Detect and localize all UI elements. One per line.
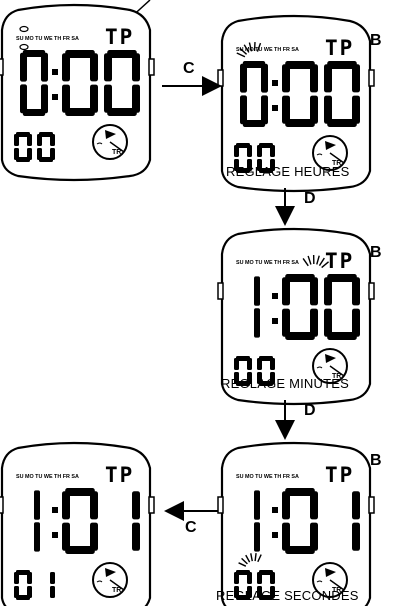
tr-dial-code: TR <box>332 587 341 594</box>
lcd-digit <box>14 132 32 162</box>
arrow-d-second-label: D <box>304 402 316 419</box>
tr-dial-hand <box>109 141 125 153</box>
tr-dial-code: TR <box>332 373 341 380</box>
tr-dial-hand <box>329 152 345 164</box>
wave-icon <box>96 142 103 145</box>
lcd-digit <box>282 274 318 340</box>
side-button <box>217 496 224 514</box>
watch-panel-hours: SU MO TU WE TH FR SA TP TR <box>217 14 375 193</box>
side-button <box>217 282 224 300</box>
side-button <box>368 282 375 300</box>
lcd-digit <box>50 572 55 598</box>
arrow-d-first-label: D <box>304 190 316 207</box>
lcd-digit <box>132 491 140 551</box>
lcd-digit <box>254 276 260 338</box>
lcd-digit <box>234 570 252 600</box>
watch-panel-initial: SU MO TU WE TH FR SA TP TR <box>0 3 155 182</box>
side-letter-seconds: B <box>370 452 382 469</box>
lcd-digit <box>282 61 318 127</box>
side-button <box>0 496 4 514</box>
watch-panel-seconds: SU MO TU WE TH FR SA TP TR <box>217 441 375 606</box>
lcd-colon-dot <box>272 507 278 513</box>
lcd-digit <box>254 490 260 552</box>
lcd-digit <box>257 356 275 386</box>
lcd-digit <box>352 491 360 551</box>
lcd-digit <box>257 143 275 173</box>
lcd-digit <box>34 490 40 552</box>
lcd-digit <box>234 143 252 173</box>
lcd-digit <box>104 50 140 116</box>
side-letter-hours: B <box>370 32 382 49</box>
day-labels: SU MO TU WE TH FR SA <box>16 474 79 480</box>
lcd-colon-dot <box>272 318 278 324</box>
lcd-digit <box>62 50 98 116</box>
mode-letters: TP <box>105 25 134 49</box>
mode-letters: TP <box>325 463 354 487</box>
lcd-digit <box>324 61 360 127</box>
day-labels: SU MO TU WE TH FR SA <box>236 474 299 480</box>
tr-dial-code: TR <box>112 149 121 156</box>
lcd-digit <box>324 274 360 340</box>
arrow-c-top-label: C <box>183 60 195 77</box>
blink-indicator <box>236 41 262 58</box>
side-button <box>217 69 224 87</box>
tr-dial-hand <box>329 365 345 377</box>
lcd-digit <box>62 488 98 554</box>
tr-dial-hand <box>329 579 345 591</box>
day-labels: SU MO TU WE TH FR SA <box>236 260 299 266</box>
caption-seconds: REGLAGE SECONDES <box>216 588 359 603</box>
day-labels: SU MO TU WE TH FR SA <box>16 36 79 42</box>
lcd-digit <box>37 132 55 162</box>
caption-minutes: REGLAGE MINUTES <box>221 376 349 391</box>
side-button <box>368 496 375 514</box>
side-letter-minutes: B <box>370 244 382 261</box>
tr-dial-pointer <box>325 568 336 577</box>
tr-dial-hand <box>109 579 125 591</box>
lcd-colon-dot <box>272 105 278 111</box>
wave-icon <box>96 580 103 583</box>
lcd-digit <box>240 61 268 127</box>
side-button <box>368 69 375 87</box>
tr-dial-pointer <box>105 568 116 577</box>
lcd-digit <box>257 570 275 600</box>
arrow-c-bottom-label: C <box>185 519 197 536</box>
tr-dial-code: TR <box>332 160 341 167</box>
mode-letters: TP <box>325 249 354 273</box>
lcd-colon-dot <box>52 94 58 100</box>
lcd-digit <box>282 488 318 554</box>
blink-indicator <box>302 254 330 269</box>
watch-panel-minutes: SU MO TU WE TH FR SA TP TR <box>217 227 375 406</box>
wave-icon <box>316 366 323 369</box>
lcd-colon-dot <box>52 507 58 513</box>
side-button <box>148 496 155 514</box>
side-button <box>0 58 4 76</box>
wave-icon <box>316 153 323 156</box>
side-button <box>148 58 155 76</box>
tr-dial-pointer <box>325 354 336 363</box>
tr-dial-code: TR <box>112 587 121 594</box>
wave-icon <box>316 580 323 583</box>
tr-dial-pointer <box>105 130 116 139</box>
lcd-digit <box>234 356 252 386</box>
watch-panel-final: SU MO TU WE TH FR SA TP TR <box>0 441 155 606</box>
tr-dial-pointer <box>325 141 336 150</box>
lcd-colon-dot <box>272 532 278 538</box>
lcd-colon-dot <box>52 532 58 538</box>
alarm-mark <box>19 25 29 33</box>
mode-letters: TP <box>105 463 134 487</box>
caption-hours: REGLAGE HEURES <box>226 164 350 179</box>
day-labels: SU MO TU WE TH FR SA <box>236 47 299 53</box>
chime-mark <box>19 43 29 51</box>
lcd-digit <box>20 50 48 116</box>
lcd-digit <box>14 570 32 600</box>
lcd-colon-dot <box>52 69 58 75</box>
blink-indicator <box>238 553 262 567</box>
lcd-colon-dot <box>272 293 278 299</box>
mode-letters: TP <box>325 36 354 60</box>
lcd-colon-dot <box>272 80 278 86</box>
